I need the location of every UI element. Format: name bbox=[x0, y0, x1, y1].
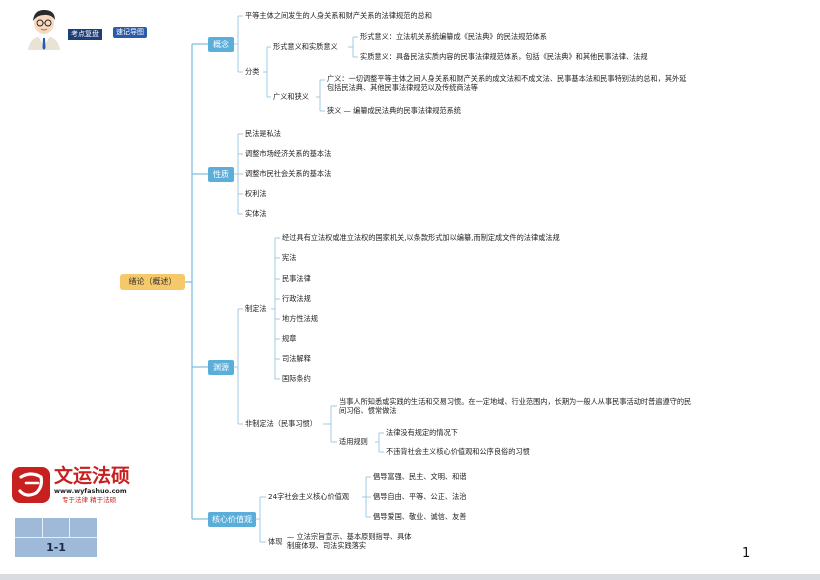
concept-narrow: 狭义 — 编纂成民法典的民事法律规范系统 bbox=[327, 106, 461, 115]
statutory-item: 行政法规 bbox=[282, 294, 311, 303]
concept-broad-narrow: 广义和狭义 bbox=[273, 92, 309, 101]
concept-definition: 平等主体之间发生的人身关系和财产关系的法律规范的总和 bbox=[245, 11, 432, 20]
apply-item: 不违背社会主义核心价值观和公序良俗的习惯 bbox=[386, 447, 530, 456]
root-node: 绪论（概述） bbox=[120, 274, 185, 290]
node-concept: 概念 bbox=[208, 37, 234, 52]
statutory-item: 宪法 bbox=[282, 253, 297, 262]
source-non-statutory: 非制定法（民事习惯） bbox=[245, 419, 317, 428]
concept-broad: 广义：一切调整平等主体之间人身关系和财产关系的成文法和不成文法、民事基本法和民事… bbox=[327, 74, 687, 92]
statutory-item: 地方性法规 bbox=[282, 314, 318, 323]
logo-mark-icon bbox=[12, 467, 50, 503]
brand-logo: 文运法硕 www.wyfashuo.com 专于法律 精于法硕 bbox=[12, 465, 142, 507]
statutory-item: 司法解释 bbox=[282, 354, 311, 363]
logo-url: www.wyfashuo.com bbox=[54, 487, 127, 495]
node-source: 渊源 bbox=[208, 360, 234, 375]
page-label: 1-1 bbox=[46, 541, 66, 554]
bottom-bar bbox=[0, 574, 820, 580]
embody-label: 体现 bbox=[268, 537, 283, 546]
statutory-item: 规章 bbox=[282, 334, 297, 343]
logo-slogan: 专于法律 精于法硕 bbox=[62, 496, 117, 504]
concept-formal: 形式意义：立法机关系统编纂成《民法典》的民法规范体系 bbox=[360, 32, 547, 41]
concept-formal-substantive: 形式意义和实质意义 bbox=[273, 42, 338, 51]
header-badge-right: 速记导图 bbox=[113, 27, 147, 38]
apply-rule: 适用规则 bbox=[339, 437, 368, 446]
source-statutory: 制定法 bbox=[245, 304, 267, 313]
logo-brand: 文运法硕 bbox=[54, 465, 131, 487]
statutory-item: 民事法律 bbox=[282, 274, 311, 283]
custom-definition: 当事人所知悉或实践的生活和交易习惯。在一定地域、行业范围内，长期为一般人从事民事… bbox=[339, 397, 692, 415]
value-item: 倡导富强、民主、文明、和谐 bbox=[373, 472, 467, 481]
concept-substantive: 实质意义：具备民法实质内容的民事法律规范体系，包括《民法典》和其他民事法律、法规 bbox=[360, 52, 648, 61]
node-nature: 性质 bbox=[208, 167, 234, 182]
value-item: 倡导自由、平等、公正、法治 bbox=[373, 492, 467, 501]
node-core-values: 核心价值观 bbox=[208, 512, 256, 527]
value-item: 倡导爱国、敬业、诚信、友善 bbox=[373, 512, 467, 521]
statutory-item: 国际条约 bbox=[282, 374, 311, 383]
nature-item: 调整市场经济关系的基本法 bbox=[245, 149, 332, 158]
teacher-avatar-icon bbox=[22, 6, 66, 50]
header-badge-left: 考点复盘 bbox=[68, 29, 102, 40]
concept-classify: 分类 bbox=[245, 67, 260, 76]
page-number: 1 bbox=[742, 546, 751, 561]
statutory-item: 经过具有立法权或准立法权的国家机关,以条款形式加以编纂,而制定成文件的法律或法规 bbox=[282, 233, 560, 242]
apply-item: 法律没有规定的情况下 bbox=[386, 428, 458, 437]
nature-item: 民法是私法 bbox=[245, 129, 281, 138]
nature-item: 实体法 bbox=[245, 209, 267, 218]
nature-item: 权利法 bbox=[245, 189, 267, 198]
values-24: 24字社会主义核心价值观 bbox=[268, 492, 350, 501]
page-label-box: 1-1 bbox=[15, 518, 97, 557]
embody-text: — 立法宗旨宣示、基本原则指导、具体制度体现、司法实践落实 bbox=[287, 532, 412, 550]
nature-item: 调整市民社会关系的基本法 bbox=[245, 169, 332, 178]
